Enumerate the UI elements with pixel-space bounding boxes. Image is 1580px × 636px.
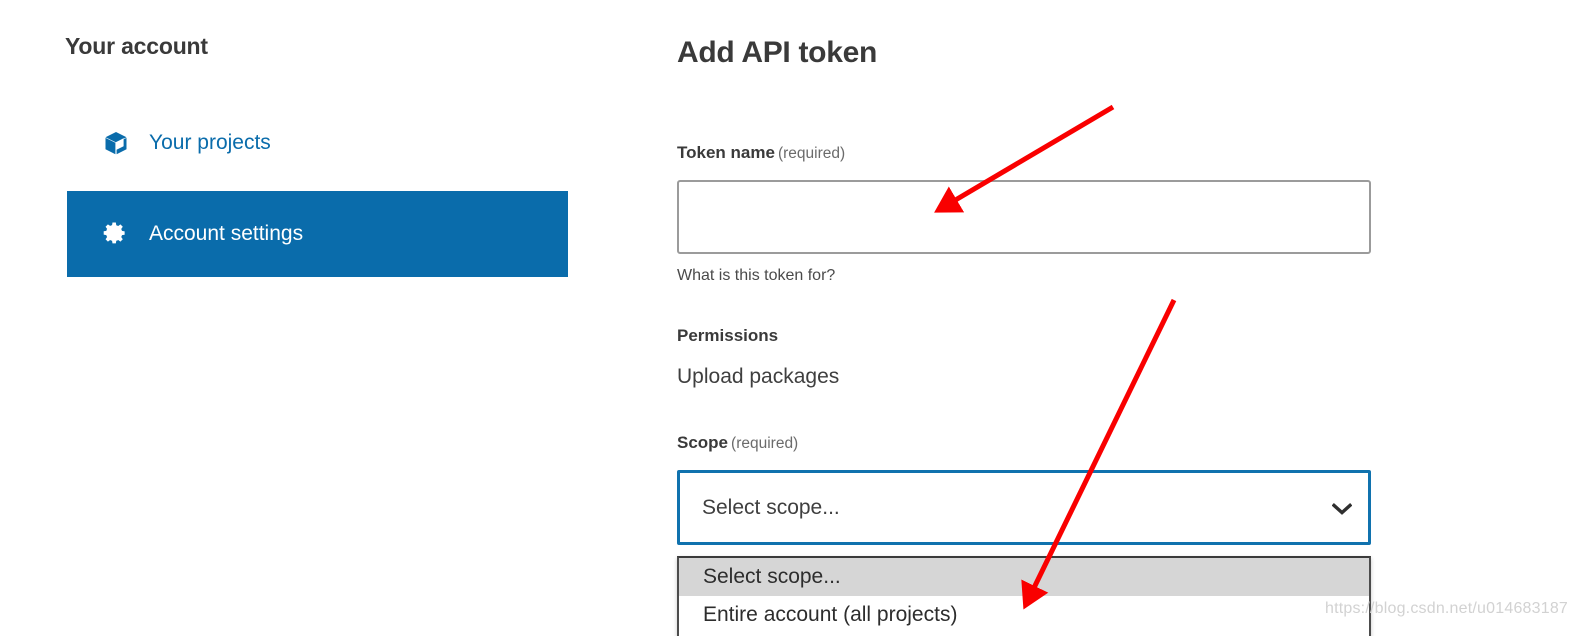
token-name-input[interactable] [677,180,1371,254]
cube-icon [103,130,129,156]
sidebar-item-your-projects[interactable]: Your projects [67,120,568,166]
sidebar-item-account-settings[interactable]: Account settings [67,191,568,277]
permissions-label-text: Permissions [677,326,779,345]
scope-option-entire-account[interactable]: Entire account (all projects) [703,603,958,626]
scope-required-note: (required) [731,435,799,452]
scope-option-select-scope[interactable]: Select scope... [679,558,1369,596]
permissions-label: Permissions [677,326,778,346]
scope-select[interactable]: Select scope... [677,470,1371,545]
sidebar-title: Your account [65,33,208,59]
page-title: Add API token [677,36,877,69]
watermark: https://blog.csdn.net/u014683187 [1325,600,1569,617]
token-name-help-text: What is this token for? [677,267,836,284]
scope-label: Scope(required) [677,433,798,453]
permissions-value: Upload packages [677,365,840,388]
account-sidebar: Your account Your projects Account setti… [0,0,600,636]
token-name-label-text: Token name [677,143,775,162]
sidebar-item-label-your-projects: Your projects [149,131,271,154]
scope-label-text: Scope [677,433,729,452]
token-name-required-note: (required) [777,145,846,162]
sidebar-item-label-account-settings: Account settings [149,222,304,245]
token-name-label: Token name(required) [677,143,845,163]
scope-options-list[interactable]: Select scope... Entire account (all proj… [677,556,1371,636]
chevron-down-icon[interactable] [1331,502,1353,515]
scope-selected-value: Select scope... [702,495,840,519]
gear-icon [103,221,129,247]
